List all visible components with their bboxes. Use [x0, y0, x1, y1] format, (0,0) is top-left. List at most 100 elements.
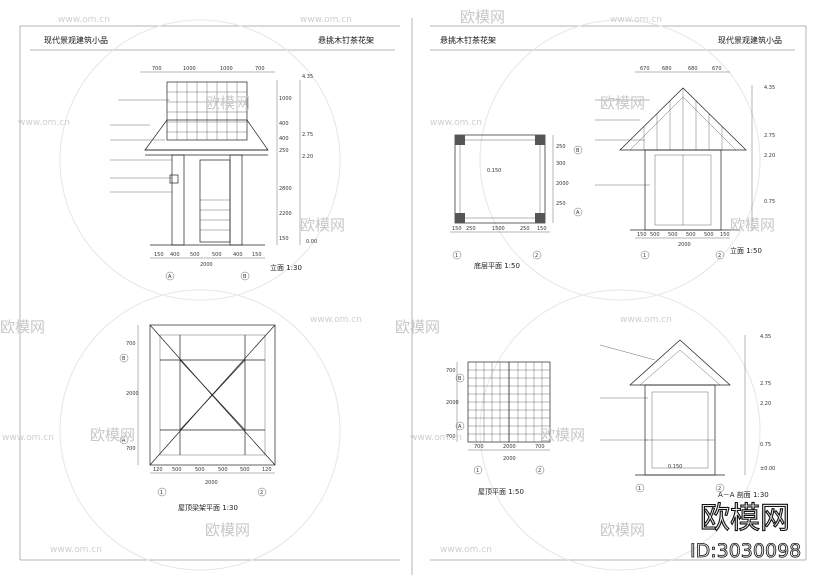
- rb-dim-b-1: 2000: [503, 444, 516, 450]
- rt-r-level-0: 4.35: [764, 85, 775, 91]
- right-header-right: 现代景观建筑小品: [718, 35, 782, 45]
- rb-s-level-2: 2.20: [760, 401, 771, 407]
- lt-total: 2000: [200, 262, 213, 268]
- lt-dim-top-2: 1000: [220, 66, 233, 72]
- lb-dim-l-2: 700: [126, 446, 136, 452]
- lb-dim-b-5: 120: [262, 467, 272, 473]
- rt-axis-a: A: [576, 210, 580, 216]
- rt-dim-r-1: 300: [556, 161, 566, 167]
- wm-url-1: www.om.cn: [58, 15, 110, 25]
- rt-r-axis-2: 2: [718, 253, 721, 259]
- lt-level-0: 4.35: [302, 74, 313, 80]
- lt-level-2: 2.20: [302, 154, 313, 160]
- wm-brand-11: 欧模网: [600, 521, 645, 539]
- lt-dim-r-0: 1000: [279, 96, 292, 102]
- wm-url-5: www.om.cn: [430, 118, 482, 128]
- rt-dim-r-3: 250: [556, 201, 566, 207]
- wm-brand-3: 欧模网: [600, 94, 645, 112]
- rb-s-level-3: 0.75: [760, 442, 771, 448]
- rt-dim-b-3: 250: [520, 226, 530, 232]
- lt-dim-r-6: 150: [279, 236, 289, 242]
- rt-dim-r-2: 2000: [556, 181, 569, 187]
- rt-dim-b-4: 150: [537, 226, 547, 232]
- wm-url-11: www.om.cn: [440, 545, 492, 555]
- lt-axis-a: A: [168, 274, 172, 280]
- brand-logo: 欧模网 ID:3030098: [690, 500, 802, 562]
- lb-total: 2000: [205, 480, 218, 486]
- rt-r-axis-1: 1: [643, 253, 646, 259]
- rt-side-elevation: 670 680 680 670 4.35 2.75 2.20 0.75 150 …: [595, 66, 775, 260]
- lt-roof-tiles: [167, 82, 247, 140]
- rb-dim-b-2: 700: [535, 444, 545, 450]
- lt-caption: 立面 1:30: [270, 263, 302, 272]
- lt-dim-b-5: 150: [252, 252, 262, 258]
- lt-elevation: 700 1000 1000 700: [110, 66, 317, 281]
- rt-r-dim-b-0: 150: [637, 232, 647, 238]
- rt-r-dim-b-3: 500: [686, 232, 696, 238]
- wm-brand-5: 欧模网: [730, 216, 775, 234]
- lb-caption: 屋顶梁架平面 1:30: [178, 503, 238, 512]
- rb-caption: 屋顶平面 1:50: [478, 488, 524, 496]
- rb-axis-1: 1: [476, 468, 479, 474]
- lt-dim-top-3: 700: [255, 66, 265, 72]
- rt-dim-b-0: 150: [452, 226, 462, 232]
- right-header-left: 悬挑木钉茶花架: [440, 35, 496, 45]
- rt-r-dim-b-5: 150: [720, 232, 730, 238]
- watermark-layer: www.om.cn www.om.cn 欧模网 www.om.cn 欧模网 欧模…: [0, 8, 775, 555]
- wm-brand-10: 欧模网: [205, 521, 250, 539]
- wm-url-10: www.om.cn: [50, 545, 102, 555]
- rt-axis-b: B: [576, 148, 580, 154]
- lt-dim-r-5: 2200: [279, 211, 292, 217]
- lt-dim-b-0: 150: [154, 252, 164, 258]
- rt-floor-plan: 0.150 250 300 2000 250 B A 150 250 1500 …: [450, 134, 583, 270]
- rt-r-dim-top-0: 670: [640, 66, 650, 72]
- lt-dim-top-0: 700: [152, 66, 162, 72]
- rb-axis-2: 2: [538, 468, 541, 474]
- rb-dim-l-2: 700: [446, 434, 456, 440]
- lb-dim-b-1: 500: [172, 467, 182, 473]
- lb-dim-l-0: 700: [126, 341, 136, 347]
- lt-dim-b-4: 400: [233, 252, 243, 258]
- lt-axis-b: B: [243, 274, 247, 280]
- rb-section: 0.150 4.35 2.75 2.20 0.75 ±0.00 1 2 A－A …: [599, 334, 775, 499]
- lb-dim-b-3: 500: [218, 467, 228, 473]
- rt-r-dim-b-2: 500: [668, 232, 678, 238]
- lb-axis-a: A: [122, 438, 126, 444]
- rt-dim-r-0: 250: [556, 144, 566, 150]
- rb-s-axis-2: 2: [718, 486, 721, 492]
- rt-r-caption: 立面 1:50: [730, 246, 762, 255]
- wm-brand-7: 欧模网: [395, 318, 440, 336]
- rt-r-level-2: 2.20: [764, 153, 775, 159]
- page-frames: [19, 18, 807, 575]
- wm-brand-8: 欧模网: [90, 426, 135, 444]
- rb-s-caption: A－A 剖面 1:30: [718, 490, 769, 499]
- lb-axis-1: 1: [160, 490, 163, 496]
- rt-axis-1: 1: [455, 253, 458, 259]
- rt-r-dim-top-3: 670: [712, 66, 722, 72]
- rt-r-dim-top-2: 680: [688, 66, 698, 72]
- wm-brand-2: 欧模网: [205, 94, 250, 112]
- left-header-left: 现代景观建筑小品: [44, 35, 108, 45]
- left-header-right: 悬挑木钉茶花架: [318, 35, 374, 45]
- lt-dim-r-3: 250: [279, 148, 289, 154]
- rt-r-level-1: 2.75: [764, 133, 775, 139]
- lt-dim-b-1: 400: [170, 252, 180, 258]
- lt-dim-r-4: 2800: [279, 186, 292, 192]
- rb-dim-b-0: 700: [474, 444, 484, 450]
- rt-dim-b-1: 250: [466, 226, 476, 232]
- rb-dim-l-1: 2000: [446, 400, 459, 406]
- rt-r-dim-b-4: 500: [704, 232, 714, 238]
- wm-url-2: www.om.cn: [300, 15, 352, 25]
- lt-dim-r-1: 400: [279, 121, 289, 127]
- rb-s-level-1: 2.75: [760, 381, 771, 387]
- rt-caption: 底层平面 1:50: [474, 261, 520, 270]
- lb-framing-plan: 700 2000 700 B A 120 500 500 500 500 120…: [119, 324, 276, 512]
- lb-dim-b-0: 120: [153, 467, 163, 473]
- rb-section-value: 0.150: [668, 464, 682, 470]
- rt-plan-value: 0.150: [487, 168, 501, 174]
- wm-brand-9: 欧模网: [540, 426, 585, 444]
- lt-dim-b-3: 500: [212, 252, 222, 258]
- lt-level-1: 2.75: [302, 132, 313, 138]
